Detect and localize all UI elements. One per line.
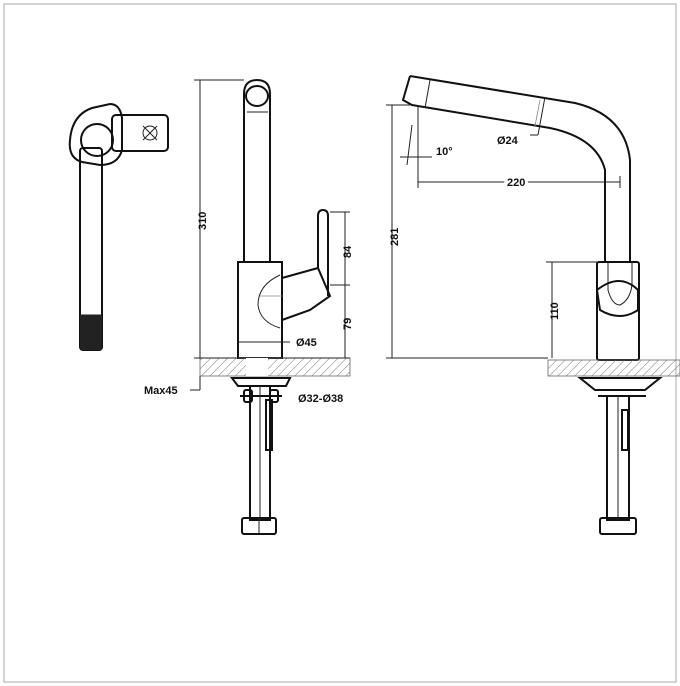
dim-spout-angle: 10° (436, 146, 453, 158)
dim-handle-base-height: 79 (342, 318, 354, 330)
dim-spout-height: 281 (389, 228, 401, 246)
drawing-frame (3, 3, 677, 683)
top-view (68, 102, 169, 351)
front-view (199, 78, 351, 535)
side-view (401, 75, 680, 535)
dim-hole-diameter: Ø32-Ø38 (298, 393, 343, 405)
dim-body-height: 110 (549, 302, 561, 320)
dim-total-height: 310 (197, 212, 209, 230)
dim-spout-diameter: Ø24 (497, 135, 519, 147)
dim-spout-reach: 220 (507, 177, 525, 189)
dim-handle-height: 84 (342, 245, 354, 258)
dim-max-countertop: Max45 (144, 385, 178, 397)
dim-body-diameter: Ø45 (296, 337, 317, 349)
